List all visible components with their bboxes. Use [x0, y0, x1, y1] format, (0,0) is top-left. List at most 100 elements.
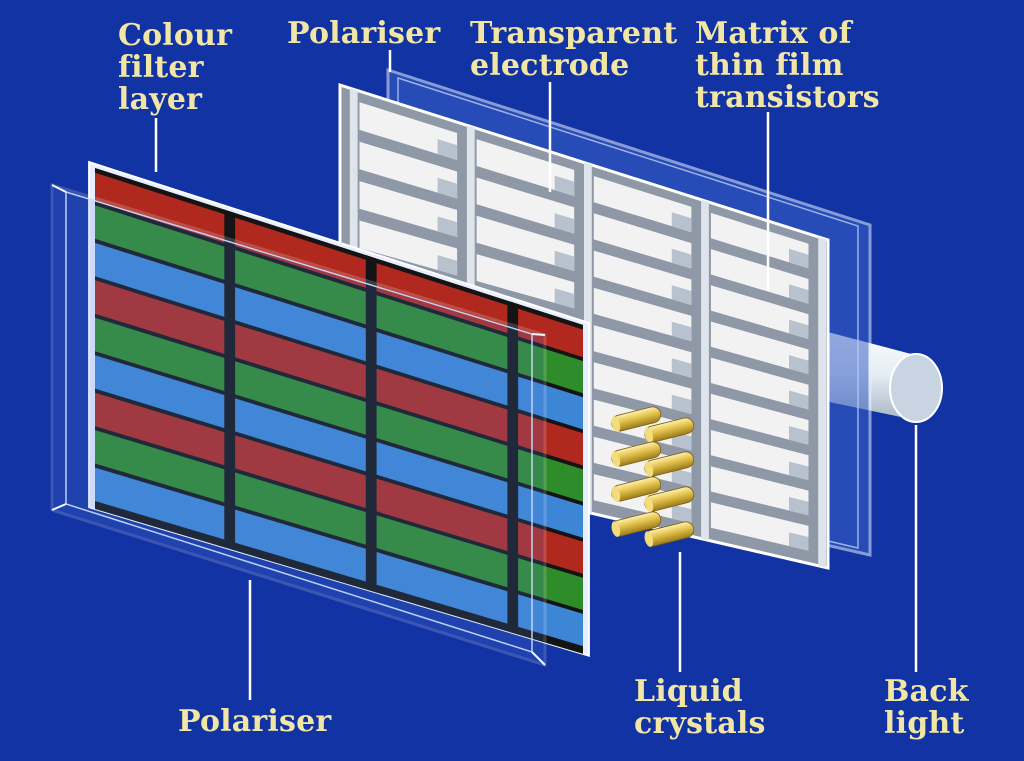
rod-end — [644, 496, 654, 512]
label-polariser-top: Polariser — [287, 18, 440, 50]
label-liquid-crystals: Liquid crystals — [634, 676, 766, 740]
tft-cell — [359, 220, 458, 276]
tft-cell — [710, 249, 809, 304]
tft-transistor — [789, 319, 809, 339]
liquid-crystal-rod — [611, 441, 662, 467]
tft-transistor — [437, 177, 458, 199]
tft-cell — [710, 466, 809, 516]
label-tft-matrix: Matrix of thin film transistors — [695, 18, 880, 114]
rod-end — [611, 416, 621, 432]
label-line: Matrix of — [695, 16, 852, 51]
tft-transistor — [789, 532, 809, 551]
filter-stripe-green — [95, 205, 583, 398]
tft-transistor — [671, 321, 692, 342]
tft-transistor — [671, 394, 692, 414]
filter-stripe-blue — [95, 467, 583, 650]
label-line: transistors — [695, 80, 880, 115]
label-line: light — [884, 706, 965, 741]
rod-end — [644, 427, 654, 443]
label-line: crystals — [634, 706, 766, 741]
tft-cell — [710, 357, 809, 410]
tft-transistor — [789, 355, 809, 375]
rod-end — [611, 486, 621, 502]
tft-cell — [593, 250, 692, 305]
tft-transistor — [554, 288, 575, 309]
tft-cell — [593, 287, 692, 342]
label-line: Polariser — [287, 16, 441, 51]
tft-cell — [710, 393, 809, 445]
label-colour-filter-layer: Colour filter layer — [118, 20, 232, 116]
rod-end — [611, 451, 621, 467]
tft-cell — [710, 502, 809, 551]
label-line: Back — [884, 674, 969, 709]
tft-cell — [476, 177, 575, 234]
tft-transistor — [789, 284, 809, 304]
liquid-crystal-rod — [644, 417, 695, 443]
tft-cell — [593, 362, 692, 414]
tft-column-line — [701, 199, 709, 541]
tft-cell — [710, 321, 809, 375]
tft-transistor — [789, 426, 809, 445]
tft-transistor — [554, 250, 575, 271]
label-transparent-electrode: Transparent electrode — [470, 18, 677, 82]
label-line: layer — [118, 82, 203, 117]
label-line: filter — [118, 50, 204, 85]
tft-transistor — [437, 255, 458, 276]
tft-transistor — [437, 139, 458, 160]
filter-row-line — [95, 168, 583, 330]
leader-lines — [154, 50, 918, 700]
tft-cell — [593, 176, 692, 233]
tft-transistor — [789, 248, 809, 269]
filter-column-line — [365, 255, 377, 589]
tft-cell — [710, 430, 809, 481]
label-line: Polariser — [178, 704, 332, 739]
label-line: electrode — [470, 48, 630, 83]
tft-transistor — [437, 216, 458, 237]
filter-stripe-red — [95, 280, 583, 470]
label-line: Liquid — [634, 674, 743, 709]
filter-stripe-blue — [95, 242, 583, 434]
filter-stripe-green — [95, 317, 583, 506]
tft-transistor — [789, 390, 809, 410]
tft-transistor — [671, 285, 692, 305]
tft-cell — [593, 436, 692, 487]
rod-end — [644, 461, 654, 477]
label-back-light: Back light — [884, 676, 969, 740]
tft-cell — [710, 212, 809, 269]
tft-transistor — [554, 175, 575, 197]
label-line: Transparent — [470, 16, 678, 51]
liquid-crystal-rod — [611, 476, 662, 502]
label-line: thin film — [695, 48, 844, 83]
tft-transistor — [789, 461, 809, 481]
tft-cell — [359, 102, 458, 160]
filter-row-line — [95, 501, 583, 654]
liquid-crystal-rod — [611, 406, 662, 432]
tft-transistor — [671, 248, 692, 269]
tft-cell — [476, 254, 575, 309]
tft-cell — [593, 213, 692, 269]
tft-transistor — [671, 504, 692, 524]
tft-transistor — [671, 212, 692, 233]
tft-transistor — [789, 496, 809, 516]
front-polariser-glass — [50, 182, 547, 668]
filter-stripe-blue — [95, 355, 583, 542]
label-line: Colour — [118, 18, 233, 53]
tft-cell — [710, 285, 809, 339]
tft-transistor — [671, 467, 692, 487]
tft-cell — [359, 141, 458, 199]
filter-stripe-red — [95, 392, 583, 578]
filter-stripe-green — [95, 430, 583, 614]
filter-column-line — [507, 300, 519, 631]
rod-end — [644, 531, 654, 547]
liquid-crystal-rod — [644, 486, 695, 512]
rod-end — [611, 521, 621, 537]
tft-transistor — [554, 213, 575, 234]
liquid-crystal-rod — [644, 521, 695, 547]
tft-cell — [476, 215, 575, 271]
tft-transistor — [671, 358, 692, 378]
liquid-crystal-rod — [644, 451, 695, 477]
liquid-crystal-rod — [611, 511, 662, 537]
tft-cell — [593, 325, 692, 378]
